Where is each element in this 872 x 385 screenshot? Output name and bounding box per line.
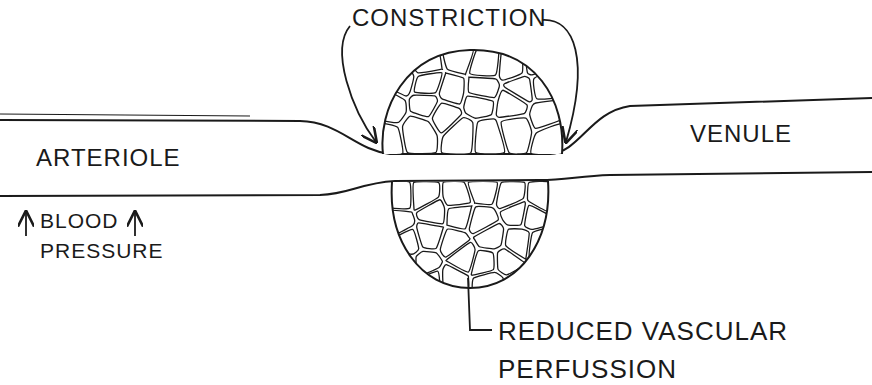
cell-outline [414, 73, 442, 94]
cell-outline [388, 229, 419, 254]
vessel-wall-sketch [0, 114, 250, 116]
cell-outline [468, 77, 499, 97]
cell-outline [497, 249, 524, 275]
cell-outline [500, 202, 525, 226]
cluster-outline [392, 181, 549, 288]
cell-outline [387, 181, 411, 209]
callout-label: REDUCED VASCULAR PERFUSSION [498, 312, 828, 385]
cell-outline [416, 200, 444, 224]
leader-arrow [342, 26, 376, 142]
cell-outline [443, 181, 471, 205]
cell-outline [528, 248, 551, 275]
vessel-label: VENULE [690, 120, 860, 148]
cell-cluster [387, 181, 551, 291]
cell-outline [387, 275, 413, 292]
cell-outline [439, 73, 464, 104]
cluster-outline [382, 50, 562, 154]
cell-outline [473, 223, 503, 248]
cell-outline [388, 254, 414, 281]
cell-outline [531, 123, 565, 155]
cell-cluster [379, 47, 565, 155]
cell-outline [526, 267, 551, 291]
cell-outline [464, 96, 494, 118]
leader-line [468, 278, 492, 330]
callout-label: CONSTRICTION [352, 4, 582, 32]
cell-outline [499, 48, 522, 80]
cell-outline [468, 181, 497, 204]
cell-outline [447, 206, 472, 229]
up-arrow [25, 212, 27, 236]
cell-outline [533, 67, 564, 99]
cell-outline [379, 47, 404, 75]
cell-outline [380, 88, 407, 122]
cell-outline [475, 119, 504, 154]
leader-arrow [542, 20, 578, 142]
cell-outline [407, 48, 442, 73]
cell-outline [441, 118, 473, 154]
note-label: BLOOD PRESSURE [40, 206, 130, 266]
up-arrow [134, 212, 136, 236]
cell-outline [403, 116, 438, 153]
cell-outline [496, 90, 527, 117]
cell-outline [409, 95, 437, 116]
cell-outline [417, 223, 444, 249]
cell-outline [471, 250, 494, 275]
vessel-label: ARTERIOLE [36, 144, 256, 172]
cell-outline [501, 118, 531, 154]
